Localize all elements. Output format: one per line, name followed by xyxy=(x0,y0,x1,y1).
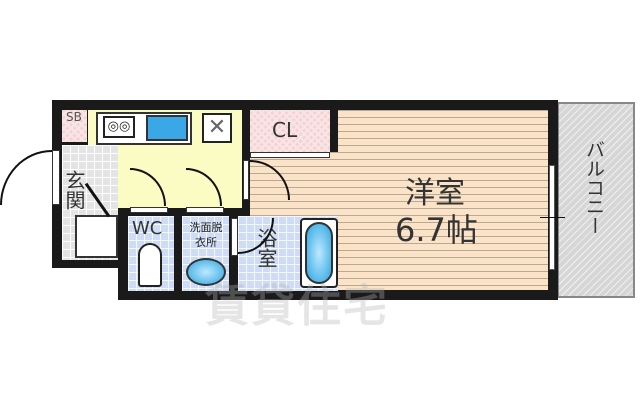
western-room-size: 6.7帖 xyxy=(395,211,478,249)
bathtub-icon xyxy=(305,222,333,284)
closet-door[interactable] xyxy=(250,152,330,158)
wall xyxy=(242,110,250,208)
entrance xyxy=(62,145,118,260)
western-room-label: 洋室 xyxy=(405,176,465,211)
closet-label: CL xyxy=(272,118,298,142)
storage-unit xyxy=(75,215,118,258)
shoe-box xyxy=(62,110,87,142)
refrigerator-space-icon: ✕ xyxy=(202,113,232,143)
closet xyxy=(250,110,330,152)
kitchen-door[interactable] xyxy=(243,160,249,200)
dimension-mark xyxy=(540,217,565,218)
wall xyxy=(330,110,338,152)
entrance-door[interactable] xyxy=(52,150,60,205)
washroom-label: 洗面脱衣所 xyxy=(189,221,223,249)
bathroom-door[interactable] xyxy=(231,218,238,256)
balcony xyxy=(557,102,635,298)
stove-icon: ◎◎ xyxy=(103,116,135,138)
wc-label: WC xyxy=(132,218,163,239)
entrance-label: 玄関 xyxy=(62,170,86,210)
sink-icon xyxy=(146,115,188,141)
washroom-door[interactable] xyxy=(186,207,224,213)
balcony-label: バルコニー xyxy=(583,140,605,235)
sb-label: SB xyxy=(66,110,82,124)
wc-door[interactable] xyxy=(130,207,168,213)
watermark: 賃貸住宅 xyxy=(205,281,389,332)
toilet-icon xyxy=(138,243,162,287)
washbasin-icon xyxy=(186,258,226,286)
entrance-door-swing xyxy=(0,150,52,205)
